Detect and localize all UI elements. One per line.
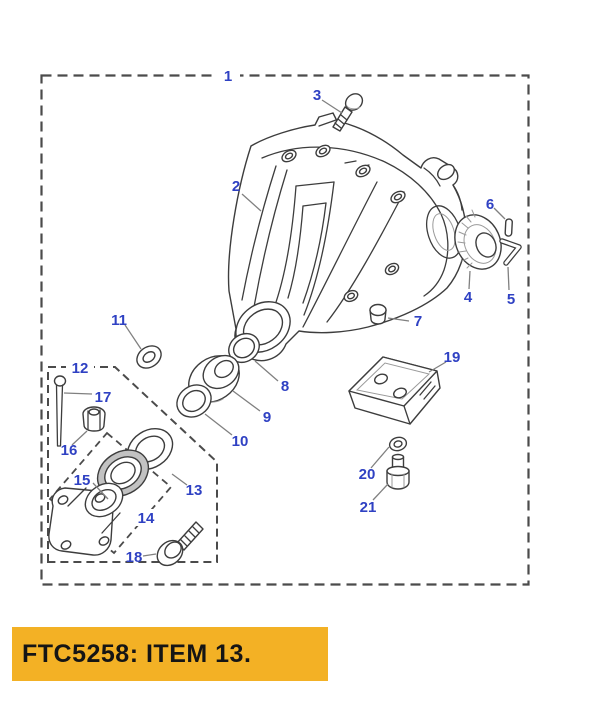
callout-8: 8	[281, 378, 289, 395]
callout-2: 2	[232, 178, 240, 195]
part-screw	[386, 453, 410, 490]
kit-group-border	[48, 431, 173, 555]
label-backing-12	[66, 359, 94, 376]
part-washer-bracket	[388, 436, 408, 452]
callout-15: 15	[74, 472, 91, 489]
part-top-bolt	[332, 93, 364, 132]
part-flange-nut	[82, 406, 106, 432]
part-bracket-plate	[348, 356, 441, 425]
callout-9: 9	[263, 409, 271, 426]
part-flanged-bolt	[156, 521, 204, 567]
callout-17: 17	[95, 389, 112, 406]
part-o-ring	[228, 332, 260, 364]
part-plug	[369, 303, 387, 325]
leader-lines	[63, 99, 510, 557]
label-backing-14	[131, 509, 160, 526]
callout-labels: 1 2 3 4 5 6 7 8 9 10 11 12 13 14 15 16 1…	[61, 68, 516, 566]
callout-11: 11	[111, 312, 127, 329]
outer-group-border	[40, 74, 530, 586]
part-number-banner: FTC5258: ITEM 13.	[12, 627, 328, 681]
part-differential-housing	[227, 112, 467, 362]
part-bearing-large	[454, 209, 502, 270]
part-washer-small	[136, 345, 162, 369]
callout-14: 14	[138, 510, 155, 527]
callout-7: 7	[414, 313, 422, 330]
callout-16: 16	[61, 442, 78, 459]
callout-1: 1	[224, 68, 232, 85]
part-number-text: FTC5258: ITEM 13.	[22, 639, 252, 668]
callout-21: 21	[360, 499, 377, 516]
callout-12: 12	[72, 360, 89, 377]
callout-13: 13	[186, 482, 203, 499]
callout-3: 3	[313, 87, 321, 104]
part-split-pin	[53, 375, 67, 447]
housing-bolt-holes	[281, 144, 406, 303]
callout-5: 5	[507, 291, 515, 308]
inner-group-border	[47, 366, 218, 563]
part-cotter-clip	[499, 238, 522, 266]
part-spacer-ring	[176, 384, 212, 418]
callout-6: 6	[486, 196, 494, 213]
part-drive-flange	[48, 482, 124, 556]
callout-19: 19	[444, 349, 461, 366]
callout-18: 18	[126, 549, 143, 566]
part-roll-pin	[504, 218, 513, 237]
callout-4: 4	[464, 289, 473, 306]
label-backing-1	[216, 66, 240, 84]
callout-10: 10	[232, 433, 249, 450]
callout-20: 20	[359, 466, 376, 483]
